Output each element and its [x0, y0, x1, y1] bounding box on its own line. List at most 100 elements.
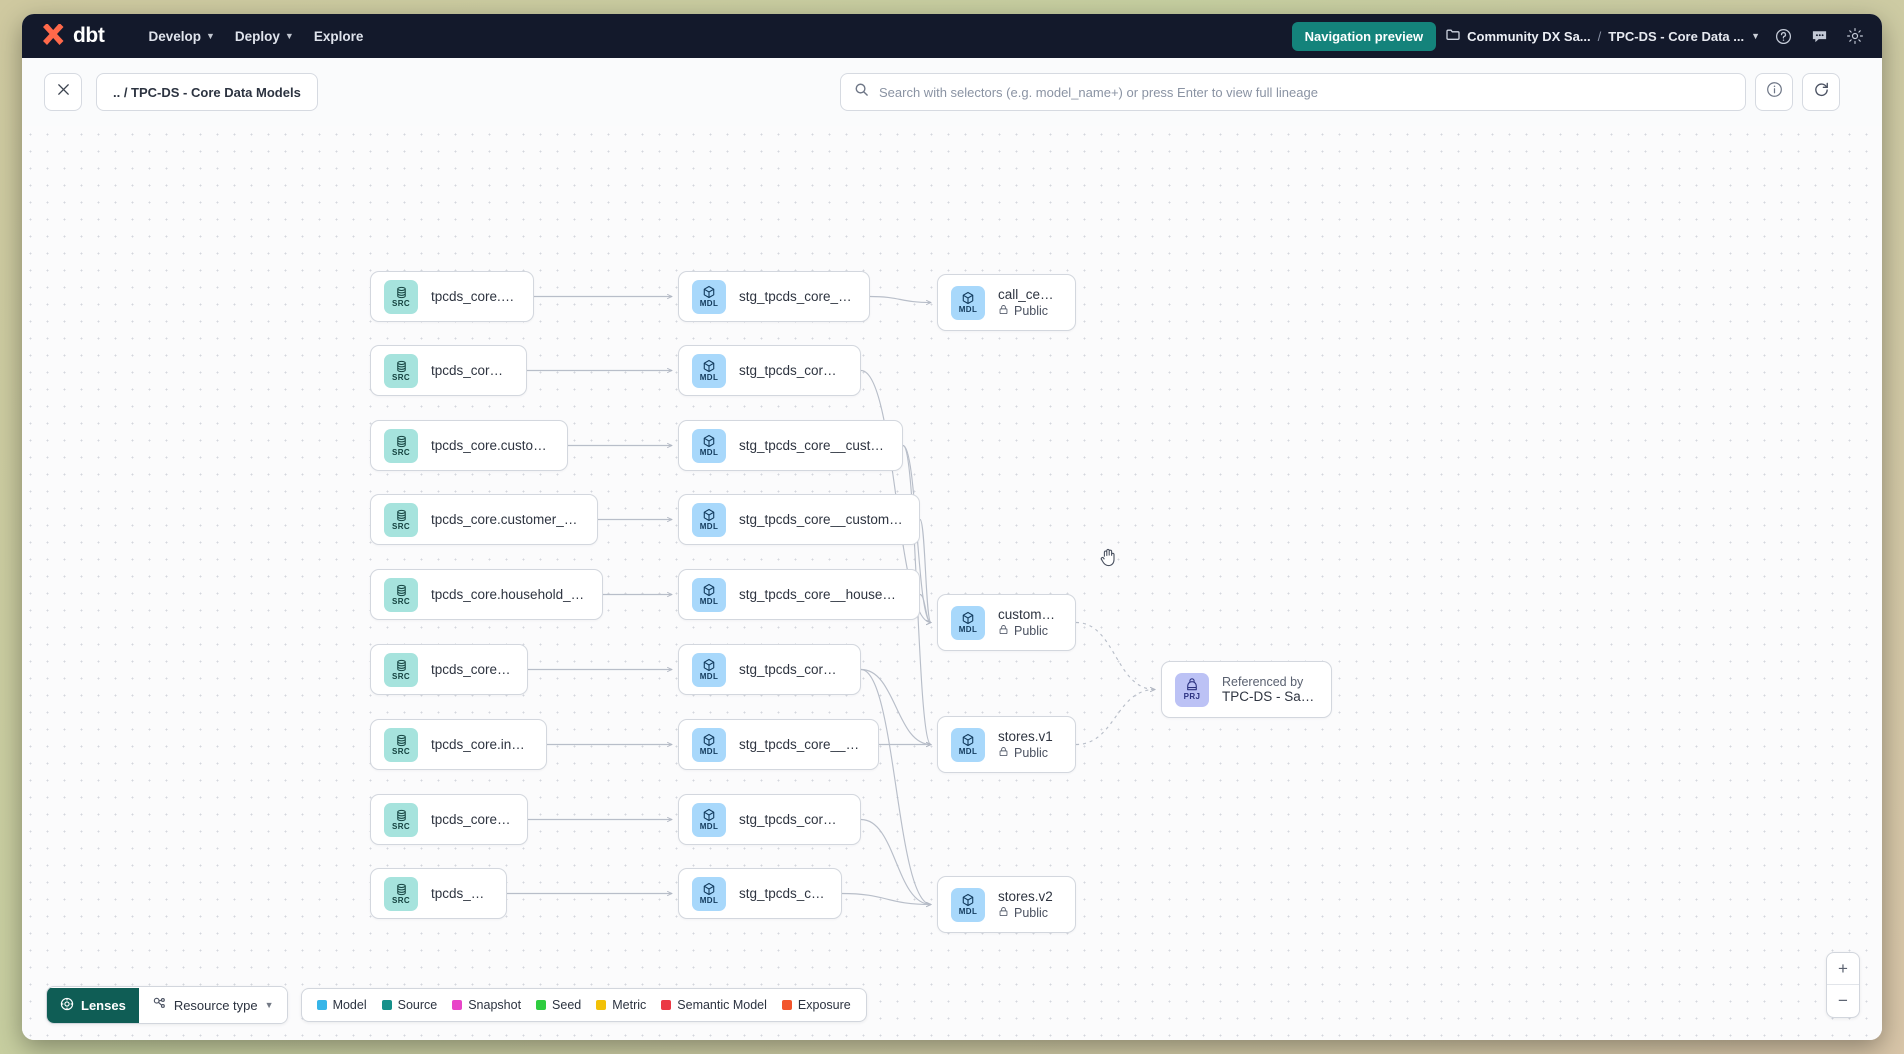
- search-box[interactable]: [840, 73, 1746, 111]
- feedback-button[interactable]: [1806, 23, 1832, 49]
- mdl-node-icon: MDL: [692, 727, 726, 762]
- search-info-button[interactable]: [1755, 73, 1793, 111]
- node-text: stg_tpcds_core__customer_address: [739, 438, 886, 453]
- chevron-down-icon: ▼: [205, 31, 215, 41]
- node-label: tpcds_core.store: [431, 886, 490, 901]
- lineage-node-staging-4[interactable]: MDL stg_tpcds_core__household_demogr...: [678, 569, 920, 620]
- legend-item-semantic-model[interactable]: Semantic Model: [661, 998, 767, 1012]
- mdl-node-icon: MDL: [951, 887, 985, 922]
- node-label: tpcds_core.date_dim: [431, 662, 511, 677]
- mdl-node-icon: MDL: [951, 605, 985, 640]
- bottom-toolbar: Lenses Resource type ▼ Model Source Snapsh…: [46, 986, 867, 1024]
- node-label: tpcds_core.customer: [431, 363, 510, 378]
- lineage-node-staging-3[interactable]: MDLstg_tpcds_core__customer_demogra...: [678, 494, 920, 545]
- lens-controls-group: Lenses Resource type ▼: [46, 986, 288, 1024]
- lineage-node-source-5[interactable]: SRC tpcds_core.date_dim: [370, 644, 528, 695]
- node-label: tpcds_core.customer_demographics: [431, 512, 581, 527]
- src-node-icon: SRC: [384, 353, 418, 388]
- legend-item-source[interactable]: Source: [381, 998, 437, 1012]
- legend-item-metric[interactable]: Metric: [596, 998, 646, 1012]
- node-text: call_centersPublic: [998, 287, 1059, 318]
- legend-swatch: [381, 1000, 392, 1010]
- breadcrumb-project[interactable]: TPC-DS - Core Data ...: [1608, 28, 1745, 44]
- info-icon: [1766, 81, 1783, 103]
- legend-item-exposure[interactable]: Exposure: [781, 998, 851, 1012]
- legend-item-seed[interactable]: Seed: [536, 998, 581, 1012]
- node-text: tpcds_core.customer_demographics: [431, 512, 581, 527]
- dbt-logo[interactable]: dbt: [40, 23, 105, 48]
- legend-item-snapshot[interactable]: Snapshot: [452, 998, 521, 1012]
- resource-type-icon: [152, 996, 167, 1014]
- node-label: stores.v2: [998, 889, 1053, 904]
- settings-gear-button[interactable]: [1842, 23, 1868, 49]
- lineage-graph: SRCtpcds_core.call_centerSRCtpcds_core.c…: [22, 126, 1882, 1040]
- node-label: stg_tpcds_core__customer: [739, 363, 844, 378]
- resource-type-legend: Model Source Snapshot Seed Metric Semantic Mo…: [300, 988, 867, 1022]
- node-label: tpcds_core.call_center: [431, 289, 517, 304]
- node-text: tpcds_core.inventory: [431, 812, 511, 827]
- zoom-in-button[interactable]: +: [1827, 953, 1859, 985]
- breadcrumb-models-button[interactable]: .. / TPC-DS - Core Data Models: [96, 73, 318, 111]
- resource-type-label: Resource type: [173, 997, 258, 1013]
- mdl-node-icon: MDL: [692, 876, 726, 911]
- legend-item-model[interactable]: Model: [316, 998, 367, 1012]
- lineage-node-source-8[interactable]: SRC tpcds_core.store: [370, 868, 507, 919]
- node-text: tpcds_core.date_dim: [431, 662, 511, 677]
- lineage-node-source-1[interactable]: SRC tpcds_core.customer: [370, 345, 527, 396]
- mdl-node-icon: MDL: [692, 577, 726, 612]
- legend-swatch: [661, 1000, 672, 1010]
- resource-type-filter[interactable]: Resource type ▼: [138, 987, 287, 1023]
- nav-item-develop[interactable]: Develop ▼: [138, 23, 224, 50]
- refresh-lineage-button[interactable]: [1802, 73, 1840, 111]
- node-text: stg_tpcds_core__household_demogr...: [739, 587, 903, 602]
- lenses-icon: [60, 997, 74, 1014]
- legend-label: Semantic Model: [677, 998, 767, 1012]
- node-access-badge: Public: [998, 624, 1059, 638]
- node-text: stg_tpcds_core__date_dim: [739, 662, 844, 677]
- src-node-icon: SRC: [384, 652, 418, 687]
- node-label: tpcds_core.income_band: [431, 737, 530, 752]
- search-input[interactable]: [879, 84, 1732, 100]
- legend-swatch: [536, 1000, 547, 1010]
- breadcrumb-account[interactable]: Community DX Sa...: [1467, 28, 1591, 44]
- chevron-down-icon[interactable]: ▼: [1751, 31, 1760, 41]
- lenses-button[interactable]: Lenses: [47, 987, 139, 1023]
- help-button[interactable]: [1770, 23, 1796, 49]
- zoom-out-button[interactable]: −: [1838, 991, 1848, 1010]
- nav-item-deploy[interactable]: Deploy ▼: [225, 23, 304, 50]
- navigation-preview-button[interactable]: Navigation preview: [1291, 21, 1437, 51]
- search-icon: [854, 82, 869, 102]
- nav-item-explore[interactable]: Explore: [304, 23, 374, 50]
- node-text: tpcds_core.income_band: [431, 737, 530, 752]
- lineage-canvas[interactable]: SRCtpcds_core.call_centerSRCtpcds_core.c…: [22, 126, 1882, 1040]
- node-label: stg_tpcds_core__date_dim: [739, 662, 844, 677]
- node-label: stg_tpcds_core__household_demogr...: [739, 587, 903, 602]
- node-access-badge: Public: [998, 304, 1059, 318]
- node-label: stg_tpcds_core__inventory: [739, 812, 844, 827]
- close-lineage-button[interactable]: [44, 73, 82, 111]
- node-access-label: Public: [1014, 906, 1049, 920]
- src-node-icon: SRC: [384, 876, 418, 911]
- refresh-icon: [1813, 81, 1830, 103]
- zoom-controls: + −: [1826, 952, 1860, 1018]
- node-text: tpcds_core.household_demographics: [431, 587, 586, 602]
